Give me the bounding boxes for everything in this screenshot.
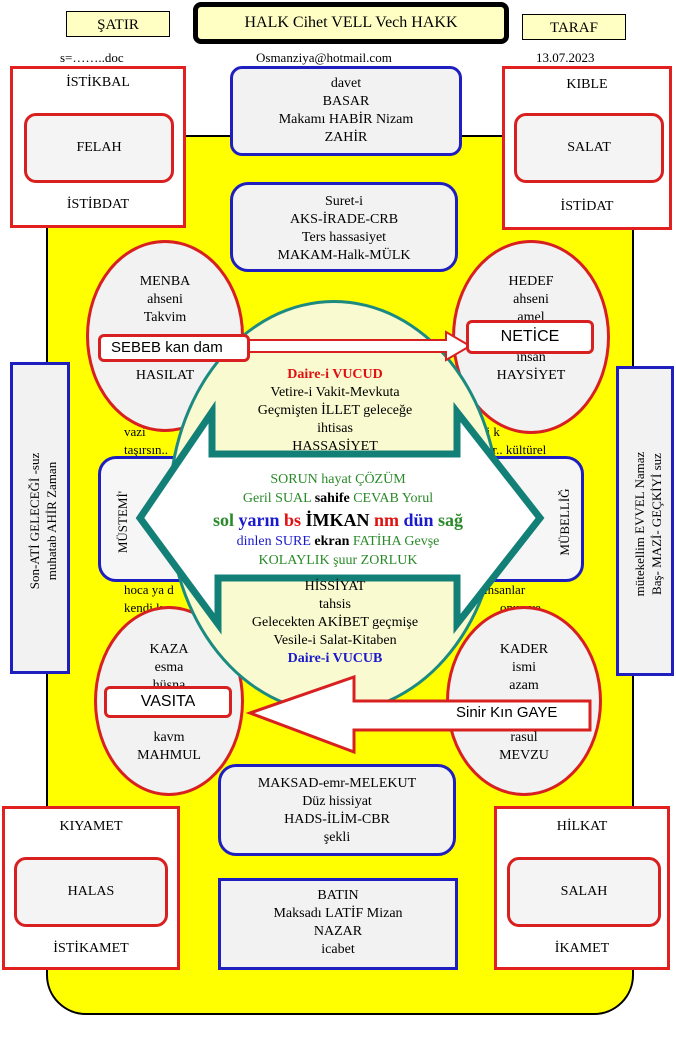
corner-bottom-left-top: KIYAMET: [59, 819, 123, 834]
email: Osmanziya@hotmail.com: [256, 50, 392, 65]
header-left-tag: ŞATIR: [66, 11, 170, 37]
corner-top-left-bottom: İSTİBDAT: [66, 197, 130, 212]
left-pointing-arrow: [245, 674, 592, 755]
corner-bottom-left-bottom: İSTİKAMET: [53, 941, 129, 956]
netice-tag: NETİCE: [466, 320, 594, 354]
sinir-label: Sinir Kın GAYE: [456, 704, 558, 721]
corner-bottom-left-inner: HALAS: [14, 857, 168, 927]
header-title: HALK Cihet VELL Vech HAKK: [193, 2, 509, 44]
daire-vucub-title: Daire-i VUCUB: [287, 651, 383, 666]
center-mid-block: SORUN hayat ÇÖZÜM Geril SUAL sahife CEVA…: [212, 472, 464, 568]
corner-top-right-bottom: İSTİDAT: [560, 199, 614, 214]
side-left-box: Son-ATİ GELECEĞİ -suz muhatab AHİR Zaman: [10, 362, 70, 674]
vasita-tag: VASITA: [104, 686, 232, 718]
side-right-box: mütekellim EVVEL Namaz Baş- MAZİ- GEÇKİY…: [616, 366, 674, 676]
blue-box-top2: Suret-i AKS-İRADE-CRB Ters hassasiyet MA…: [230, 182, 458, 272]
peek-left-top: vazi: [124, 424, 146, 439]
peek-left-top2: taşırsın..: [124, 442, 169, 457]
double-arrow-outline: [135, 400, 545, 635]
date: 13.07.2023: [536, 50, 595, 65]
peek-right-top2: ur.. kültürel: [486, 442, 547, 457]
corner-top-left: İSTİKBAL FELAH İSTİBDAT: [10, 66, 186, 228]
corner-top-left-top: İSTİKBAL: [66, 75, 130, 90]
corner-bottom-right: HİLKAT SALAH İKAMET: [494, 806, 670, 970]
center-bottom-block: HİSSİYAT tahsis Gelecekten AKİBET geçmiş…: [220, 578, 450, 668]
center-top-block: Daire-i VUCUD Vetire-i Vakit-Mevkuta Geç…: [220, 366, 450, 456]
corner-bottom-right-bottom: İKAMET: [554, 941, 610, 956]
corner-bottom-right-inner: SALAH: [507, 857, 661, 927]
peek-left-bot: hoca ya d: [124, 582, 174, 597]
corner-bottom-right-top: HİLKAT: [556, 819, 608, 834]
corner-top-right: KIBLE SALAT İSTİDAT: [502, 66, 672, 230]
sebeb-tag: SEBEB kan dam: [98, 334, 250, 362]
corner-top-right-top: KIBLE: [566, 77, 608, 92]
corner-top-right-inner: SALAT: [514, 113, 664, 183]
right-pointing-arrow: [239, 330, 472, 362]
peek-right-bot: insanlar: [484, 582, 526, 597]
corner-bottom-left: KIYAMET HALAS İSTİKAMET: [2, 806, 180, 970]
blue-box-bottom1: MAKSAD-emr-MELEKUT Düz hissiyat HADS-İLİ…: [218, 764, 456, 856]
file-name: s=……..doc: [60, 50, 124, 65]
header-right-tag: TARAF: [522, 14, 626, 40]
blue-box-top1: davet BASAR Makamı HABİR Nizam ZAHİR: [230, 66, 462, 156]
blue-box-bottom2: BATIN Maksadı LATİF Mizan NAZAR icabet: [218, 878, 458, 970]
corner-top-left-inner: FELAH: [24, 113, 174, 183]
daire-vucud-title: Daire-i VUCUD: [287, 367, 383, 382]
